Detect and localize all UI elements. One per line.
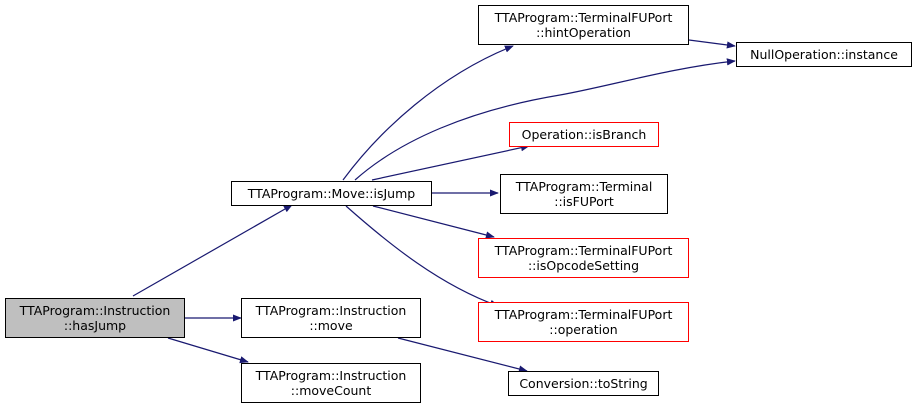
node-line-1: TTAProgram::Terminal	[515, 179, 653, 194]
node-line-2: ::move	[309, 318, 353, 333]
node-line-1: TTAProgram::TerminalFUPort	[494, 10, 673, 25]
node-conversion-tostring[interactable]: Conversion::toString	[508, 371, 659, 396]
edge-isjump-nullinstance	[354, 58, 736, 181]
node-line-1: TTAProgram::TerminalFUPort	[494, 307, 673, 322]
node-line-2: ::isFUPort	[554, 194, 614, 209]
node-line-2: ::operation	[549, 322, 618, 337]
edge-isjump-isopcodesetting	[372, 205, 495, 239]
edge-hasjump-isjump	[132, 204, 293, 297]
node-line-1: TTAProgram::Instruction	[255, 303, 407, 318]
node-instruction-move[interactable]: TTAProgram::Instruction ::move	[241, 298, 421, 338]
node-instruction-hasjump: TTAProgram::Instruction ::hasJump	[5, 298, 185, 338]
node-line-1: Conversion::toString	[519, 376, 648, 391]
node-terminalfuport-hintoperation[interactable]: TTAProgram::TerminalFUPort ::hintOperati…	[478, 5, 689, 45]
node-operation-isbranch[interactable]: Operation::isBranch	[509, 122, 659, 147]
node-line-2: ::isOpcodeSetting	[527, 258, 640, 273]
node-move-isjump[interactable]: TTAProgram::Move::isJump	[231, 181, 432, 206]
edge-isjump-hintoperation	[342, 45, 514, 181]
node-line-2: ::hintOperation	[536, 25, 631, 40]
node-instruction-movecount[interactable]: TTAProgram::Instruction ::moveCount	[241, 363, 421, 403]
node-line-2: ::moveCount	[290, 383, 372, 398]
edge-isjump-isbranch	[371, 144, 530, 181]
node-terminalfuport-operation[interactable]: TTAProgram::TerminalFUPort ::operation	[478, 302, 689, 342]
node-line-2: ::hasJump	[63, 318, 127, 333]
edge-hintoperation-nullinstance	[688, 39, 736, 49]
node-terminal-isfuport[interactable]: TTAProgram::Terminal ::isFUPort	[500, 174, 668, 214]
node-line-1: TTAProgram::Move::isJump	[247, 186, 416, 201]
edge-move-tostring	[397, 337, 528, 373]
node-line-1: Operation::isBranch	[521, 127, 647, 142]
node-line-1: NullOperation::instance	[750, 47, 898, 62]
node-line-1: TTAProgram::Instruction	[255, 368, 407, 383]
node-line-1: TTAProgram::TerminalFUPort	[494, 243, 673, 258]
node-line-1: TTAProgram::Instruction	[19, 303, 171, 318]
node-terminalfuport-isopcodesetting[interactable]: TTAProgram::TerminalFUPort ::isOpcodeSet…	[478, 238, 689, 278]
edge-hasjump-movecount	[167, 337, 249, 364]
edge-isjump-operation	[345, 205, 499, 307]
node-nulloperation-instance[interactable]: NullOperation::instance	[736, 42, 912, 67]
